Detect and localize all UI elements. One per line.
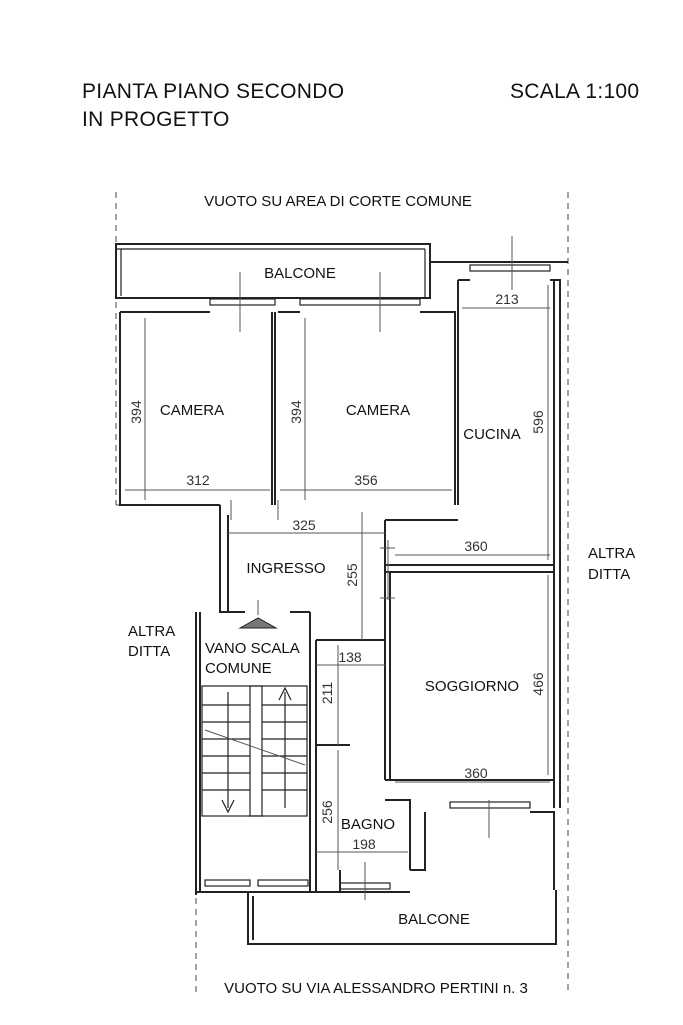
dim-ingresso-height: 255: [344, 563, 360, 587]
bottom-void-label: VUOTO SU VIA ALESSANDRO PERTINI n. 3: [224, 980, 528, 997]
altra-ditta-right-2: DITTA: [588, 566, 630, 583]
dim-camera-right-height: 394: [288, 400, 304, 424]
altra-ditta-right-1: ALTRA: [588, 545, 635, 562]
walls: [119, 279, 561, 945]
dim-soggiorno-width: 360: [464, 765, 488, 781]
dim-cucina-height: 596: [530, 410, 546, 434]
windows: [204, 236, 551, 900]
cucina-label: CUCINA: [463, 426, 521, 443]
title-line-2: IN PROGETTO: [82, 108, 230, 131]
title-line-1: PIANTA PIANO SECONDO: [82, 80, 345, 103]
bagno-label: BAGNO: [341, 816, 395, 833]
ingresso-label: INGRESSO: [246, 560, 325, 577]
altra-ditta-left-2: DITTA: [128, 643, 170, 660]
dim-bagno-width: 198: [352, 836, 376, 852]
dim-cucina-bottom-width: 360: [464, 538, 488, 554]
altra-ditta-left-1: ALTRA: [128, 623, 175, 640]
soggiorno-label: SOGGIORNO: [425, 678, 519, 695]
camera-left-label: CAMERA: [160, 402, 224, 419]
vano-scala-label-2: COMUNE: [205, 660, 272, 677]
dim-camera-right-width: 356: [354, 472, 378, 488]
camera-right-label: CAMERA: [346, 402, 410, 419]
dim-cucina-width: 213: [495, 291, 519, 307]
staircase: [201, 617, 308, 817]
dim-camera-left-width: 312: [186, 472, 210, 488]
dim-ingresso-width: 325: [292, 517, 316, 533]
dim-bagno-height: 256: [319, 800, 335, 824]
vano-scala-label-1: VANO SCALA: [205, 640, 300, 657]
dim-soggiorno-height: 466: [530, 672, 546, 696]
dim-corridor-width: 138: [338, 649, 362, 665]
balcony-top-label: BALCONE: [264, 265, 336, 282]
balcony-bottom-label: BALCONE: [398, 911, 470, 928]
dimension-lines: [125, 285, 550, 870]
dim-corridor-height: 211: [319, 682, 335, 705]
balcony-top: [115, 243, 568, 299]
scale-label: SCALA 1:100: [510, 80, 640, 103]
dim-camera-left-height: 394: [128, 400, 144, 424]
top-void-label: VUOTO SU AREA DI CORTE COMUNE: [204, 193, 472, 210]
